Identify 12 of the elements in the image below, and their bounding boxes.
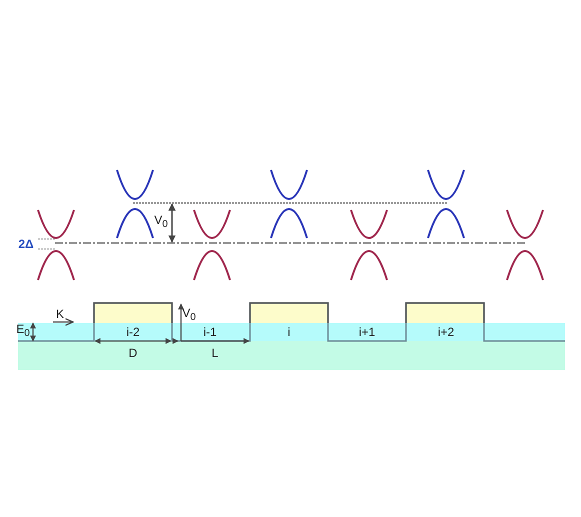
region-label: i+1 (358, 326, 376, 338)
region-label: i-2 (126, 326, 140, 338)
energy-label: E$_{0}$ (16, 322, 30, 340)
dimension-label: L (212, 347, 218, 359)
region-label: i+2 (438, 326, 454, 338)
region-label: i-1 (203, 326, 217, 338)
dimension-label: D (128, 347, 138, 359)
gap-label: 2Δ (18, 238, 34, 250)
potential-label: V$_{0}$ (182, 306, 196, 324)
region-label: i (288, 326, 290, 338)
potential-label: V$_{0}$ (154, 214, 168, 230)
wavevector-label: K (56, 308, 64, 320)
